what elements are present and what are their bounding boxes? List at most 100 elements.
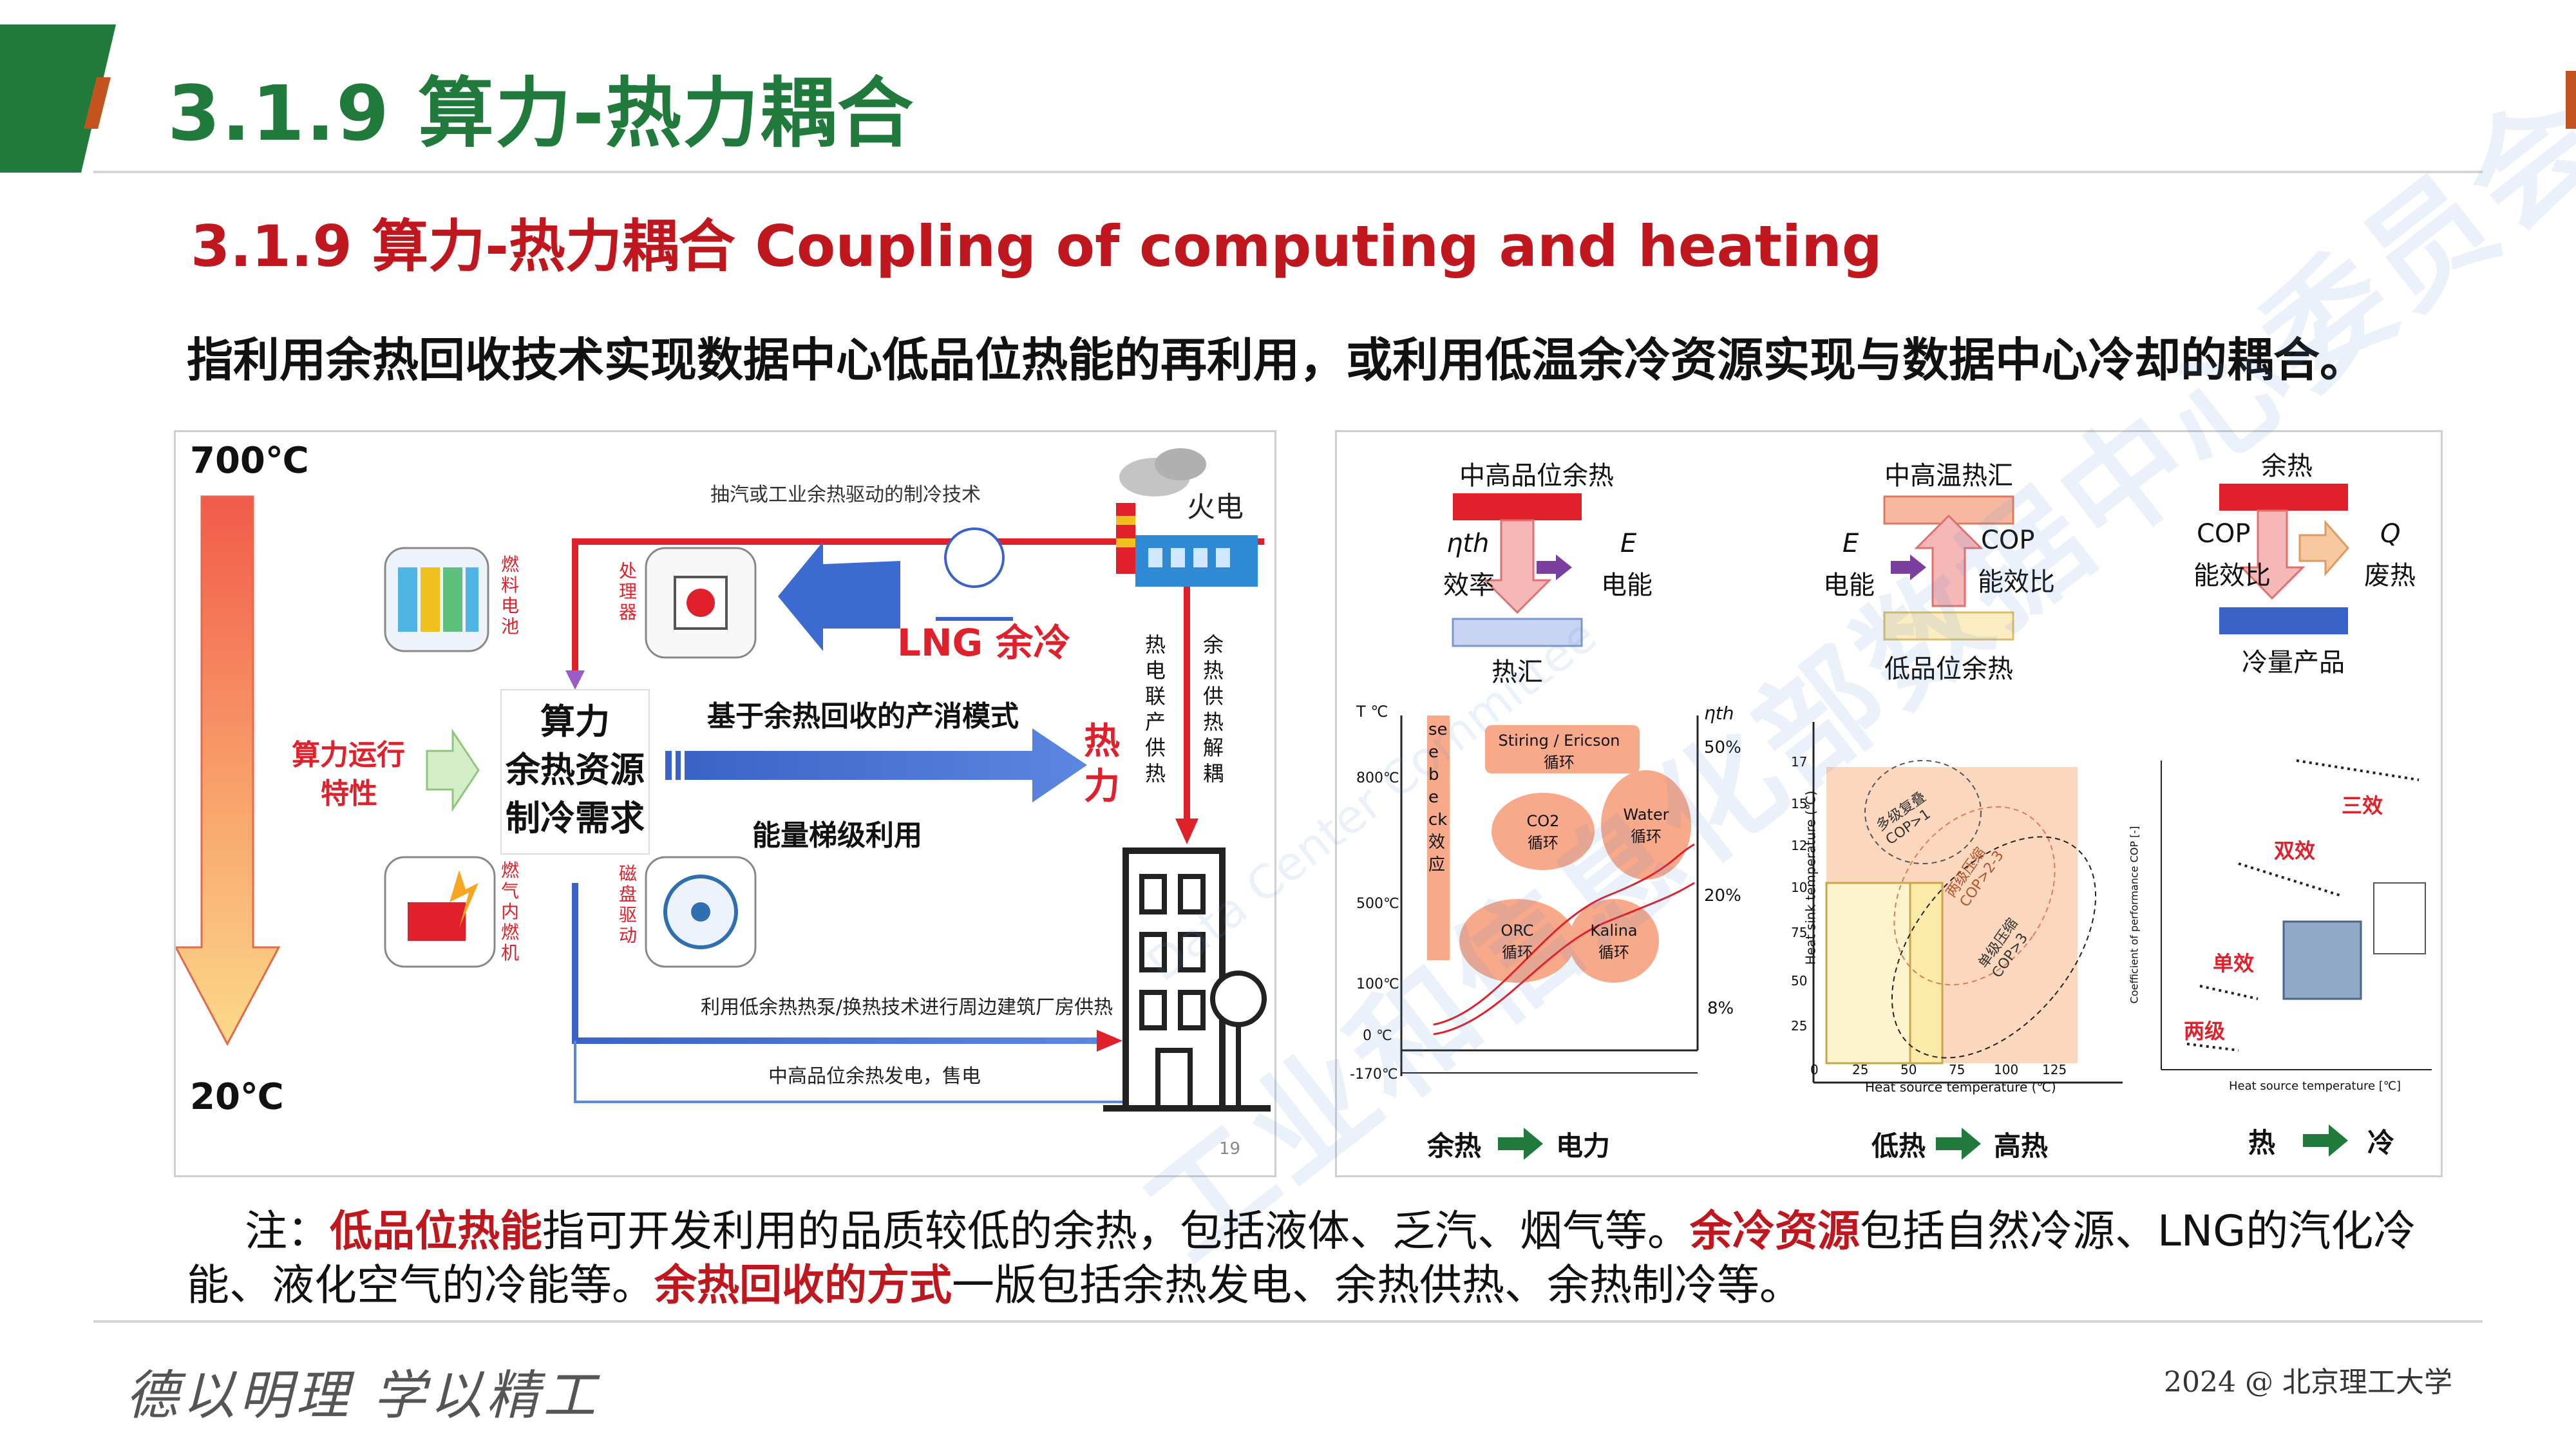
- chp-label: 热电联产供热: [1145, 632, 1166, 786]
- d2-e: E: [1842, 529, 1859, 558]
- c1-ylabel: T ℃: [1356, 703, 1388, 721]
- c2-xtick-50: 50: [1900, 1062, 1917, 1077]
- mid-high-gen-label: 中高品位余热发电，售电: [768, 1065, 981, 1088]
- d2-cop: COP: [1981, 526, 2035, 555]
- temperature-gradient-arrow: [176, 495, 281, 1046]
- waste-heat-decouple-label: 余热供热解耦: [1203, 632, 1224, 786]
- disk-drive-label: 磁盘驱动: [619, 863, 638, 946]
- c3-label-two-stage: 两级: [2184, 1019, 2226, 1043]
- c3-label-single: 单效: [2213, 951, 2255, 976]
- fire-power-plant-icon: [1116, 448, 1258, 587]
- page-title: 3.1.9 算力-热力耦合: [167, 69, 915, 158]
- d3-q: Q: [2380, 519, 2401, 549]
- lng-arrow: [778, 542, 900, 651]
- c2-xtick-125: 125: [2042, 1062, 2067, 1077]
- c1-tick-500: 500℃: [1356, 896, 1399, 912]
- c2-ytick-75: 75: [1791, 925, 1808, 940]
- cascade-label: 能量梯级利用: [752, 819, 922, 852]
- c2-ytick-15: 15: [1791, 796, 1808, 811]
- d2-e-cn: 电能: [1823, 571, 1875, 600]
- c2-caption-from: 低热: [1871, 1130, 1926, 1162]
- note-term-residual-cold: 余冷资源: [1690, 1206, 1860, 1256]
- heat-label-2: 力: [1084, 766, 1120, 808]
- definition-text: 指利用余热回收技术实现数据中心低品位热能的再利用，或利用低温余冷资源实现与数据中…: [187, 333, 2367, 387]
- chart-1-cycles: [1400, 715, 1699, 1076]
- processor-label: 处理器: [619, 560, 638, 623]
- center-label-3: 制冷需求: [506, 798, 645, 838]
- c2-xtick-75: 75: [1949, 1062, 1965, 1077]
- c3-caption-to: 冷: [2367, 1127, 2395, 1159]
- fire-power-label: 火电: [1187, 491, 1244, 524]
- compute-char-label-1: 算力运行: [292, 739, 405, 772]
- temp-high-label: 700℃: [190, 440, 309, 482]
- c3-xlabel: Heat source temperature [℃]: [2229, 1079, 2401, 1093]
- center-box: [500, 689, 650, 855]
- c1-cycle-water: Water 循环: [1623, 806, 1669, 846]
- top-divider: [93, 171, 2483, 173]
- d1-e-cn: 电能: [1601, 571, 1653, 600]
- c1-cycle-orc: ORC 循环: [1501, 922, 1534, 961]
- note-term-low-grade: 低品位热能: [330, 1206, 542, 1256]
- footer-motto: 德以明理 学以精工: [126, 1365, 600, 1426]
- lng-label: LNG 余冷: [897, 621, 1071, 665]
- heat-label-1: 热: [1084, 721, 1120, 762]
- d3-cop-cn: 能效比: [2193, 561, 2271, 591]
- note-text-3: 一版包括余热发电、余热供热、余热制冷等。: [952, 1260, 1802, 1310]
- low-heat-pump-label: 利用低余热热泵/换热技术进行周边建筑厂房供热: [701, 996, 1113, 1019]
- top-route-label: 抽汽或工业余热驱动的制冷技术: [710, 484, 981, 506]
- note-paragraph: 注：低品位热能指可开发利用的品质较低的余热，包括液体、乏汽、烟气等。余冷资源包括…: [187, 1204, 2441, 1312]
- c1-tick2-8: 8%: [1707, 999, 1734, 1018]
- c1-tick2-20: 20%: [1704, 886, 1741, 905]
- bottom-divider: [93, 1320, 2483, 1323]
- d2-top-label: 中高温热汇: [1884, 461, 2013, 491]
- building-icon: [1103, 848, 1271, 1112]
- c2-ytick-25: 25: [1791, 1018, 1808, 1034]
- c2-xtick-25: 25: [1852, 1062, 1869, 1077]
- d1-eta: ηth: [1446, 529, 1490, 558]
- gas-engine-label: 燃气内燃机: [501, 860, 520, 963]
- cascade-arrow: [685, 728, 1087, 802]
- c1-tick2-50: 50%: [1704, 738, 1741, 757]
- c2-caption-to: 高热: [1994, 1130, 2049, 1162]
- center-label-1: 算力: [540, 701, 610, 742]
- footer-copyright: 2024 @ 北京理工大学: [2164, 1366, 2452, 1399]
- d3-top-label: 余热: [2261, 451, 2313, 481]
- chart-2-heatpump: [1812, 722, 2123, 1084]
- c2-ytick-17: 17: [1791, 754, 1808, 770]
- d1-eta-cn: 效率: [1443, 571, 1495, 600]
- chart-3-cop: [2161, 759, 2432, 1070]
- d3-bottom-label: 冷量产品: [2242, 648, 2345, 677]
- c1-seebeck: seebeck效应: [1428, 720, 1448, 875]
- compute-char-label-2: 特性: [321, 777, 377, 810]
- c2-ytick-10: 10: [1791, 880, 1808, 895]
- c1-tick-0: 0 ℃: [1363, 1028, 1392, 1044]
- c2-ytick-50: 50: [1791, 973, 1808, 989]
- right-figure-graphic: [1400, 484, 2432, 1160]
- c1-tick-800: 800℃: [1356, 770, 1399, 786]
- note-prefix: 注：: [245, 1206, 330, 1256]
- lng-gauge-icon: [944, 527, 1005, 588]
- right-figure-panel: 中高品位余热 ηth 效率 E 电能 热汇 中高温热汇 E 电能 COP 能效比…: [1335, 430, 2443, 1177]
- left-figure-page-no: 19: [1219, 1139, 1241, 1159]
- c1-caption-from: 余热: [1427, 1130, 1482, 1162]
- header-right-tab: [2566, 71, 2576, 129]
- d1-bottom-label: 热汇: [1492, 658, 1543, 687]
- c1-cycle-co2: CO2 循环: [1526, 812, 1560, 852]
- d1-top-label: 中高品位余热: [1459, 461, 1614, 491]
- c3-label-triple: 三效: [2342, 793, 2383, 818]
- c3-caption-from: 热: [2248, 1127, 2276, 1159]
- c2-ytick-12: 12: [1791, 838, 1808, 853]
- c1-cycle-kalina: Kalina 循环: [1590, 922, 1638, 961]
- mode-label: 基于余热回收的产消模式: [707, 700, 1019, 733]
- c3-ylabel: Coefficient of performance COP [-]: [2128, 826, 2141, 1004]
- temp-low-label: 20℃: [190, 1076, 284, 1118]
- section-subtitle: 3.1.9 算力-热力耦合 Coupling of computing and …: [191, 213, 1882, 279]
- d3-cop: COP: [2197, 519, 2251, 549]
- top-route-line: [572, 538, 1122, 670]
- center-label-2: 余热资源: [506, 750, 645, 790]
- fuel-cell-label: 燃料电池: [501, 554, 520, 637]
- c1-tick-neg170: -170℃: [1350, 1066, 1398, 1083]
- c1-cycle-stiring: Stiring / Ericson 循环: [1498, 732, 1620, 772]
- note-text-1: 指可开发利用的品质较低的余热，包括液体、乏汽、烟气等。: [542, 1206, 1690, 1256]
- c1-y2label: ηth: [1704, 703, 1734, 724]
